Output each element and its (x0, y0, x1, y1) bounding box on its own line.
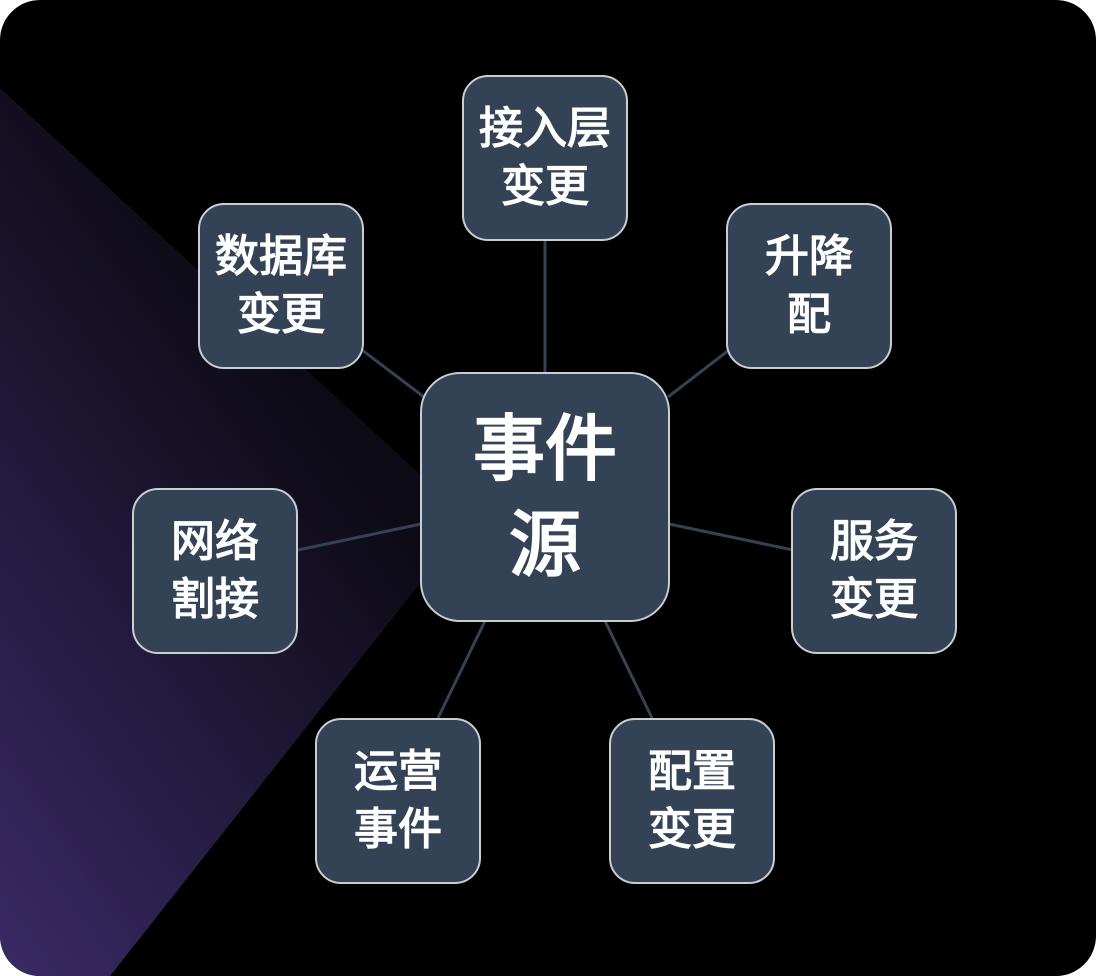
edge-ul (361, 348, 425, 399)
node-label: 接入层 变更 (479, 103, 611, 212)
node-network-cutover: 网络 割接 (132, 488, 298, 654)
node-config-change: 配置 变更 (609, 718, 775, 884)
edge-l (297, 522, 422, 552)
center-node-event-source: 事件 源 (420, 372, 670, 622)
node-scale-config: 升降 配 (726, 203, 892, 369)
edge-ur (667, 348, 730, 399)
node-label: 数据库 变更 (215, 231, 347, 340)
node-label: 升降 配 (765, 231, 853, 340)
node-operations-event: 运营 事件 (315, 718, 481, 884)
node-service-change: 服务 变更 (791, 488, 957, 654)
node-label: 服务 变更 (830, 516, 918, 625)
node-database-change: 数据库 变更 (198, 203, 364, 369)
node-access-layer-change: 接入层 变更 (462, 75, 628, 241)
edge-r (668, 522, 794, 552)
center-node-label: 事件 源 (472, 406, 617, 587)
node-label: 运营 事件 (354, 746, 442, 855)
edge-br (603, 620, 654, 719)
node-label: 网络 割接 (171, 516, 259, 625)
node-label: 配置 变更 (648, 746, 736, 855)
edge-bl (436, 620, 487, 719)
